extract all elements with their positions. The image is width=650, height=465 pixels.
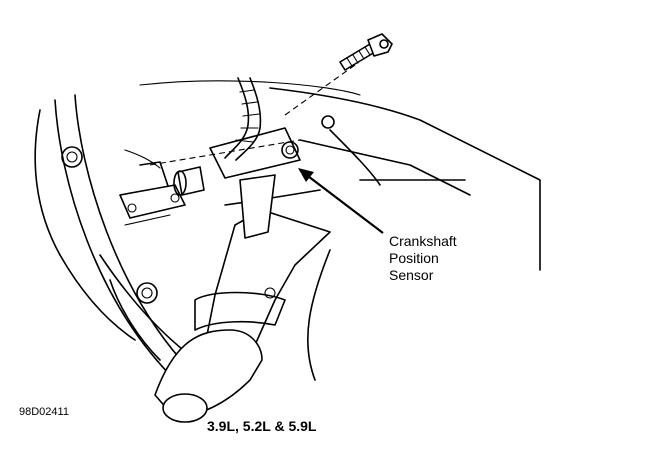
sensor-body [209,127,301,239]
alignment-lines [149,64,356,166]
figure-id: 98D02411 [19,406,69,418]
sensor-spacer [173,166,205,196]
bell-housing [34,80,361,381]
callout-label: Crankshaft Position Sensor [389,233,457,283]
engine-caption: 3.9L, 5.2L & 5.9L [207,418,317,434]
engine-block [224,87,541,381]
callout-leader [298,168,384,234]
exhaust-pipe [154,209,331,423]
mounting-bolt [339,33,393,71]
housing-bracket [119,161,186,226]
housing-bolt-upper [61,146,83,168]
housing-bolt-lower [136,282,158,304]
sensor-wire-harness [224,77,262,161]
